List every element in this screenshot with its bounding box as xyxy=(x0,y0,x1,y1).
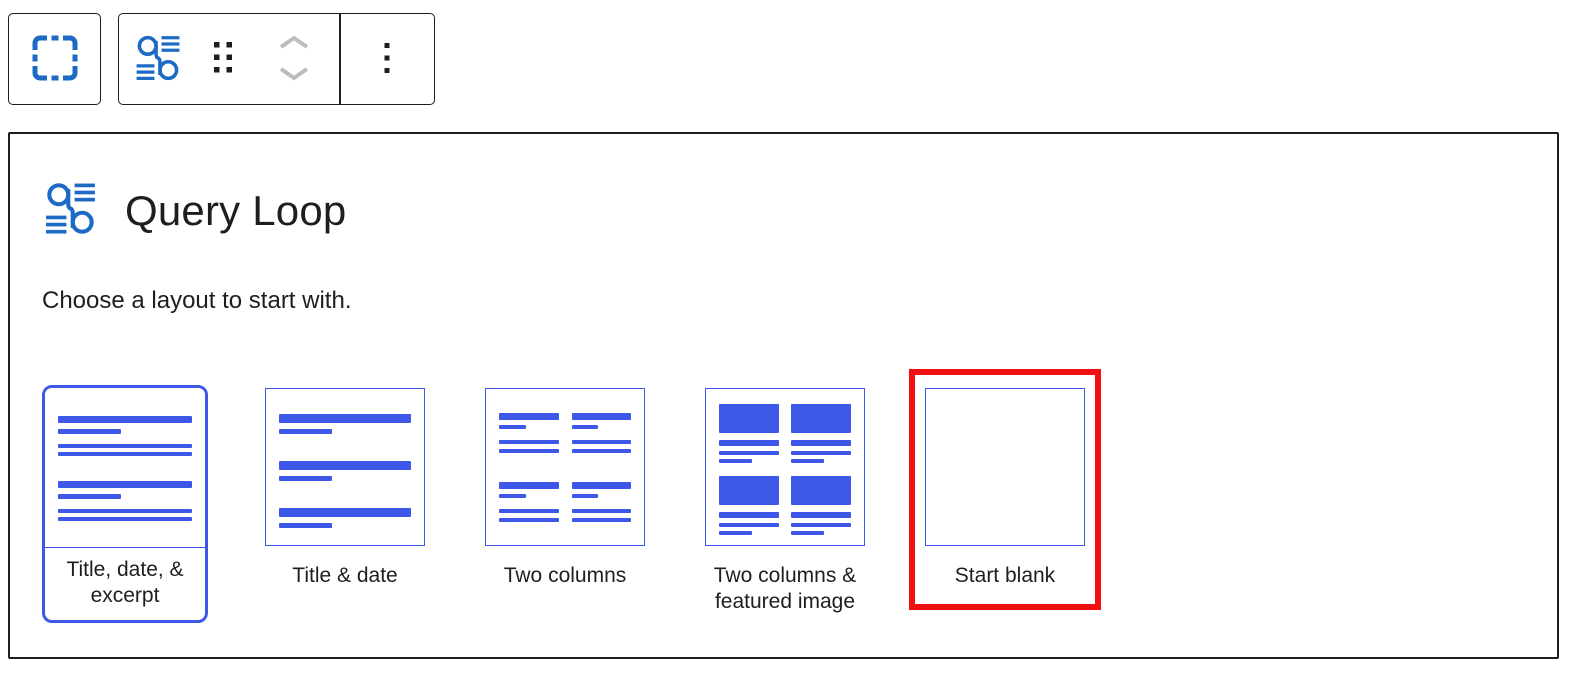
query-loop-icon xyxy=(42,180,99,242)
move-down-button[interactable] xyxy=(277,66,311,84)
chevron-down-icon xyxy=(277,66,311,84)
layout-option-label: Title, date, & excerpt xyxy=(66,558,184,608)
layout-option-title-date-excerpt[interactable]: Title, date, & excerpt xyxy=(42,385,208,623)
block-toolbar xyxy=(8,13,435,105)
drag-handle[interactable] xyxy=(197,14,249,104)
layout-option-label: Two columns xyxy=(503,564,627,587)
move-up-button[interactable] xyxy=(277,35,311,53)
layout-option-start-blank[interactable]: Start blank xyxy=(909,369,1101,611)
layout-option-label: Start blank xyxy=(954,564,1056,587)
layout-option-label: Two columns & featured image xyxy=(713,564,857,614)
layout-preview-title-date-excerpt xyxy=(45,388,205,548)
block-movers xyxy=(249,14,339,104)
layout-preview-title-date xyxy=(265,388,425,546)
query-loop-icon xyxy=(133,33,183,86)
query-loop-block-button[interactable] xyxy=(119,14,197,104)
layout-options: Title, date, & excerpt Title & date Two … xyxy=(42,369,1525,623)
query-loop-placeholder: Query Loop Choose a layout to start with… xyxy=(8,132,1559,659)
panel-header: Query Loop xyxy=(42,180,1525,242)
page-title: Query Loop xyxy=(125,187,347,234)
layout-option-two-columns[interactable]: Two columns xyxy=(482,385,648,596)
options-menu-button[interactable] xyxy=(341,14,435,104)
layout-option-two-columns-featured-image[interactable]: Two columns & featured image xyxy=(702,385,868,623)
toolbar-divider xyxy=(339,14,341,104)
layout-preview-two-columns-featured-image xyxy=(705,388,865,546)
six-dots-drag-icon xyxy=(213,41,233,77)
layout-preview-two-columns xyxy=(485,388,645,546)
chevron-up-icon xyxy=(277,35,311,53)
three-dots-vertical-icon xyxy=(384,42,390,77)
panel-subtitle: Choose a layout to start with. xyxy=(42,287,352,314)
dashed-square-icon xyxy=(31,34,79,85)
layout-preview-start-blank xyxy=(925,388,1085,546)
layout-option-title-date[interactable]: Title & date xyxy=(262,385,428,596)
select-parent-block-button[interactable] xyxy=(31,14,79,104)
layout-option-label: Title & date xyxy=(292,564,398,587)
